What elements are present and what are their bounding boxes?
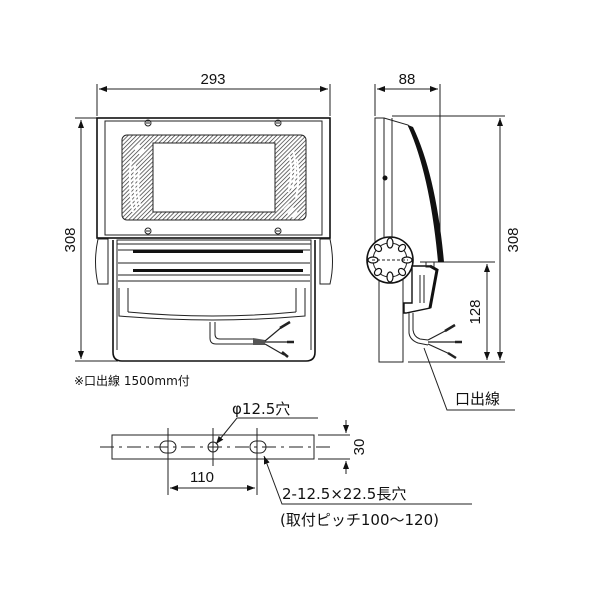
right-slot [249,440,267,454]
lens-window [152,142,276,213]
cable-length-note: ※口出線 1500mm付 [74,373,190,388]
hole-label: φ12.5穴 [232,400,290,418]
side-height-label: 308 [505,227,522,252]
housing-outer [96,117,331,239]
back-plate [374,117,385,244]
left-knob [95,238,109,285]
adjust-knob [366,236,414,284]
slot-label: 2-12.5×22.5長穴 [282,485,406,503]
pitch-dimension-label: 110 [190,469,214,486]
front-width-dimension: 293 [96,71,331,116]
lower-shade [118,288,306,321]
cable [209,322,255,345]
side-height-dimension: 308 [392,115,522,363]
side-view: 88 308 128 [366,71,522,411]
rail [133,250,303,253]
front-view: 293 308 [62,71,333,362]
cable-height-label: 128 [467,299,484,324]
lens-curve [408,125,444,262]
cable-leader [423,347,515,411]
screw-icon [274,119,282,127]
mounting-bracket [112,240,316,362]
pitch-note: (取付ピッチ100～120) [280,511,439,529]
screw-icon [144,119,152,127]
side-depth-label: 88 [399,71,416,88]
bracket-detail: φ12.5穴 110 30 2-12.5×22.5長穴 (取付ピッチ100～12… [100,400,472,529]
mounting-pole [378,269,404,363]
front-width-label: 293 [200,71,225,88]
bracket-width-label: 30 [351,439,368,456]
housing-inner [104,120,323,236]
front-height-dimension: 308 [62,117,118,362]
right-knob [319,238,333,285]
side-depth-dimension: 88 [374,71,441,260]
cable-label: 口出線 [455,390,500,408]
front-height-label: 308 [62,227,79,252]
